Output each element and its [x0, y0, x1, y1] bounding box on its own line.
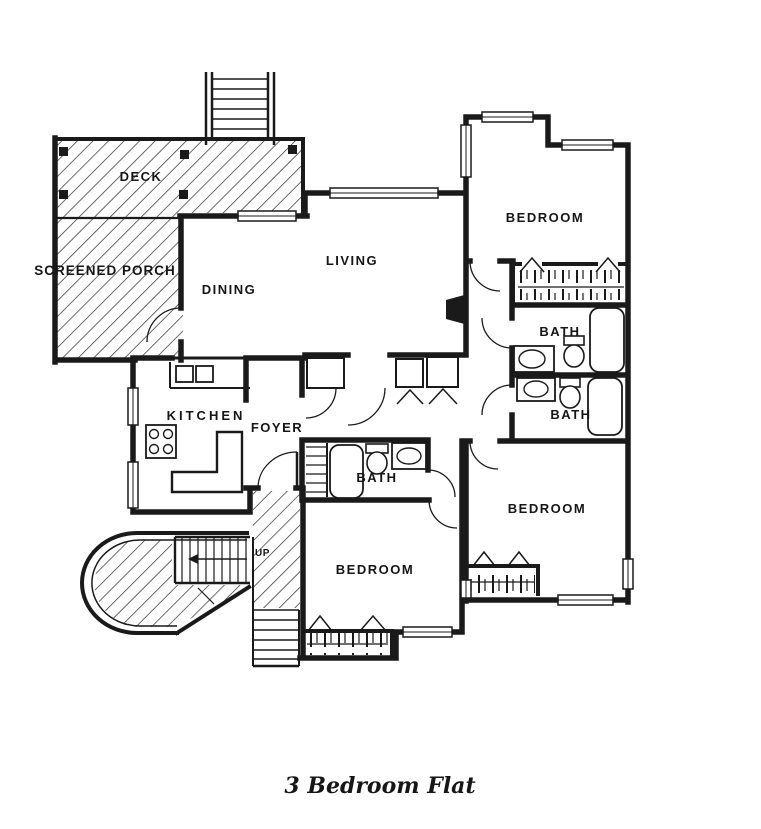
fireplace: [446, 294, 468, 325]
room-label-living: LIVING: [326, 253, 378, 268]
window: [481, 111, 534, 123]
window: [460, 124, 472, 178]
bedroom-right-closet: [466, 550, 540, 596]
window: [402, 626, 453, 638]
entry-stoop-hatch: [253, 491, 300, 608]
room-label-dining: DINING: [202, 282, 257, 297]
window: [557, 594, 614, 606]
bath-upper-fixtures: [481, 307, 625, 373]
deck-post: [179, 190, 188, 199]
bifold-door-chevrons: [396, 387, 458, 405]
closet-door-chevrons: [519, 256, 621, 273]
room-label-bedroom-upper: BEDROOM: [506, 210, 584, 225]
window: [561, 139, 614, 151]
kitchen-sink-basin: [195, 365, 214, 383]
room-label-bath-middle: BATH: [550, 407, 591, 422]
plan-caption: 3 Bedroom Flat: [284, 773, 475, 799]
stairs-up-label: UP: [255, 548, 270, 559]
deck-post: [59, 147, 68, 156]
porch-door-arc: [146, 307, 182, 343]
bath-door-arc: [481, 317, 513, 349]
closet-door-chevrons: [472, 550, 531, 567]
deck-post: [288, 145, 297, 154]
room-label-bath-entry: BATH: [356, 470, 397, 485]
room-label-deck: DECK: [120, 169, 163, 184]
lower-stairs: [252, 537, 300, 668]
bath-entry-fixtures: [306, 442, 456, 499]
linen-shelves: [306, 446, 326, 493]
closet-door-chevrons: [307, 614, 387, 632]
bath-door-arc: [427, 469, 456, 498]
kitchen-island: [170, 430, 244, 494]
bedroom-lower-closet: [301, 614, 394, 658]
bath-door-arc: [481, 384, 513, 416]
stove: [145, 424, 177, 459]
hall-door-arc: [347, 387, 386, 426]
counter: [169, 362, 250, 389]
bedroom-upper-closet: [511, 256, 630, 305]
entry-door-arc: [257, 451, 298, 489]
bedroom-upper-door-arc: [469, 260, 501, 292]
bathtub: [329, 444, 364, 499]
toilet-bowl: [559, 385, 581, 409]
kitchen-sink-basin: [175, 365, 194, 383]
bedroom-lower-door-arc: [428, 499, 458, 529]
room-label-bath-upper: BATH: [539, 324, 580, 339]
bedroom-right-door-arc: [469, 440, 499, 470]
bathtub: [589, 307, 625, 373]
deck-post: [59, 190, 68, 199]
room-label-bedroom-right: BEDROOM: [508, 501, 586, 516]
room-labels: DECK SCREENED PORCH DINING LIVING KITCHE…: [34, 169, 591, 577]
sink: [518, 349, 546, 369]
room-label-kitchen: KITCHEN: [167, 408, 246, 423]
door-arcs: [146, 260, 501, 529]
room-label-foyer: FOYER: [251, 420, 303, 435]
bathtub: [587, 377, 623, 436]
bath-middle-fixtures: [481, 377, 623, 436]
room-label-screened-porch: SCREENED PORCH: [34, 263, 176, 278]
deck-stairs: [204, 72, 276, 145]
burner: [162, 428, 174, 440]
window: [127, 461, 139, 509]
window: [237, 210, 297, 222]
toilet-bowl: [366, 451, 388, 475]
toilet-bowl: [563, 344, 585, 368]
sink: [396, 447, 422, 465]
window: [329, 187, 439, 199]
walls: [52, 114, 631, 661]
round-porch-hatch: [94, 540, 245, 627]
burner: [148, 443, 160, 455]
deck-post: [180, 150, 189, 159]
sink: [523, 380, 549, 398]
closet-door-arc: [305, 387, 337, 419]
arrowhead: [188, 554, 198, 564]
window: [622, 558, 634, 590]
kitchen-fixtures: [145, 362, 250, 494]
burner: [148, 428, 160, 440]
window: [127, 387, 139, 426]
room-label-bedroom-lower: BEDROOM: [336, 562, 414, 577]
windows: [127, 111, 634, 638]
burner: [162, 443, 174, 455]
round-porch: [80, 531, 252, 636]
porch-stairs: [173, 535, 250, 605]
hall-closets: [305, 356, 459, 426]
